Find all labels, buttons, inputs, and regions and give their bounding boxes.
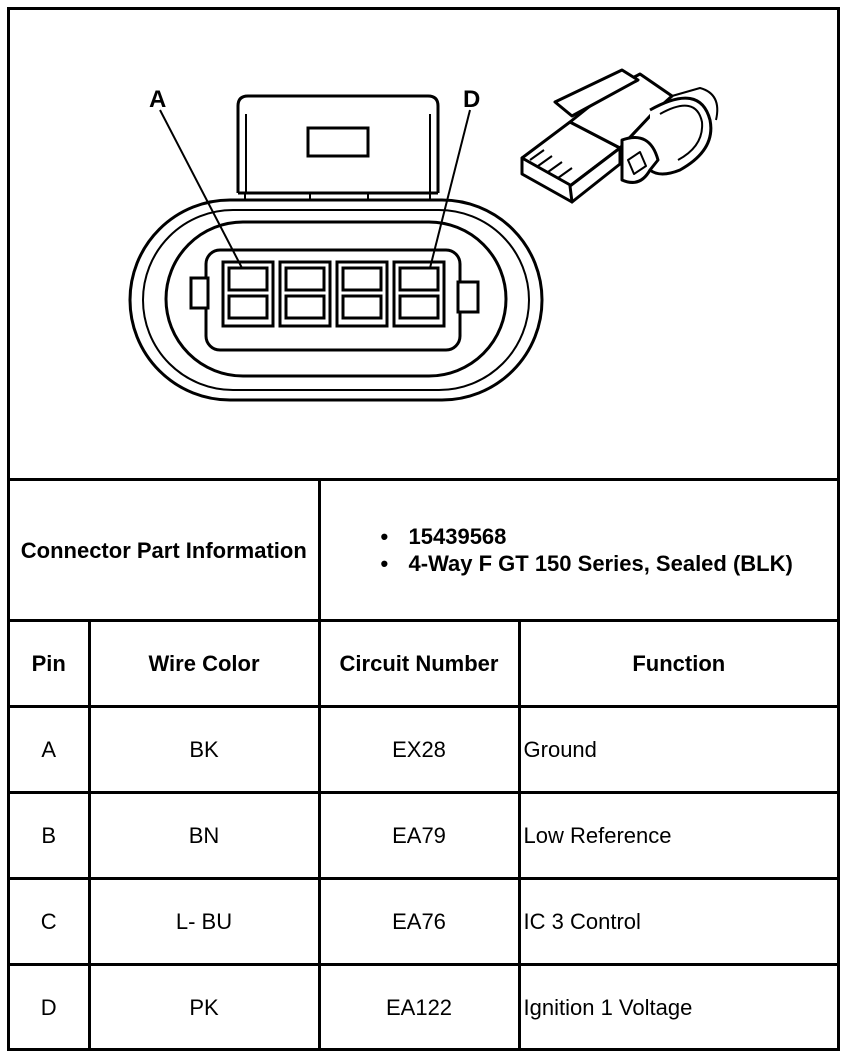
header-circuit-number: Circuit Number bbox=[317, 619, 521, 708]
connector-part-number: 15439568 bbox=[381, 523, 838, 550]
cavity-d bbox=[392, 260, 446, 328]
circuit-number-cell: EX28 bbox=[317, 705, 521, 794]
pin-cell: B bbox=[10, 791, 91, 880]
table-header-row: Pin Wire Color Circuit Number Function bbox=[10, 619, 838, 708]
circuit-number-cell: EA122 bbox=[317, 963, 521, 1051]
connector-face-drawing bbox=[128, 68, 719, 402]
connector-info-list: 15439568 4-Way F GT 150 Series, Sealed (… bbox=[317, 478, 838, 622]
wire-color-cell: BN bbox=[87, 791, 321, 880]
cavity-c bbox=[335, 260, 389, 328]
table-row: A BK EX28 Ground bbox=[10, 705, 838, 794]
connector-table: Connector Part Information 15439568 4-Wa… bbox=[10, 478, 838, 1051]
pin-label-d: D bbox=[463, 86, 481, 113]
connector-diagram: A D bbox=[10, 10, 837, 478]
pin-label-a: A bbox=[149, 86, 167, 113]
cavity-b bbox=[278, 260, 332, 328]
header-pin: Pin bbox=[10, 619, 91, 708]
connector-info-row: Connector Part Information 15439568 4-Wa… bbox=[10, 478, 838, 622]
connector-info-title: Connector Part Information bbox=[10, 478, 321, 622]
connector-sheet: A D Connector Part Information 15439568 … bbox=[7, 7, 840, 1051]
table-row: C L- BU EA76 IC 3 Control bbox=[10, 877, 838, 966]
circuit-number-cell: EA79 bbox=[317, 791, 521, 880]
wire-color-cell: PK bbox=[87, 963, 321, 1051]
header-wire-color: Wire Color bbox=[87, 619, 321, 708]
pin-cell: A bbox=[10, 705, 91, 794]
function-cell: Low Reference bbox=[517, 791, 838, 880]
wire-color-cell: L- BU bbox=[87, 877, 321, 966]
function-cell: Ground bbox=[517, 705, 838, 794]
wire-color-cell: BK bbox=[87, 705, 321, 794]
connector-3d-view bbox=[520, 68, 719, 204]
cavity-a bbox=[221, 260, 275, 328]
header-function: Function bbox=[517, 619, 838, 708]
table-row: D PK EA122 Ignition 1 Voltage bbox=[10, 963, 838, 1051]
circuit-number-cell: EA76 bbox=[317, 877, 521, 966]
connector-description: 4-Way F GT 150 Series, Sealed (BLK) bbox=[381, 550, 838, 577]
table-row: B BN EA79 Low Reference bbox=[10, 791, 838, 880]
pin-cell: C bbox=[10, 877, 91, 966]
function-cell: Ignition 1 Voltage bbox=[517, 963, 838, 1051]
function-cell: IC 3 Control bbox=[517, 877, 838, 966]
pin-cell: D bbox=[10, 963, 91, 1051]
